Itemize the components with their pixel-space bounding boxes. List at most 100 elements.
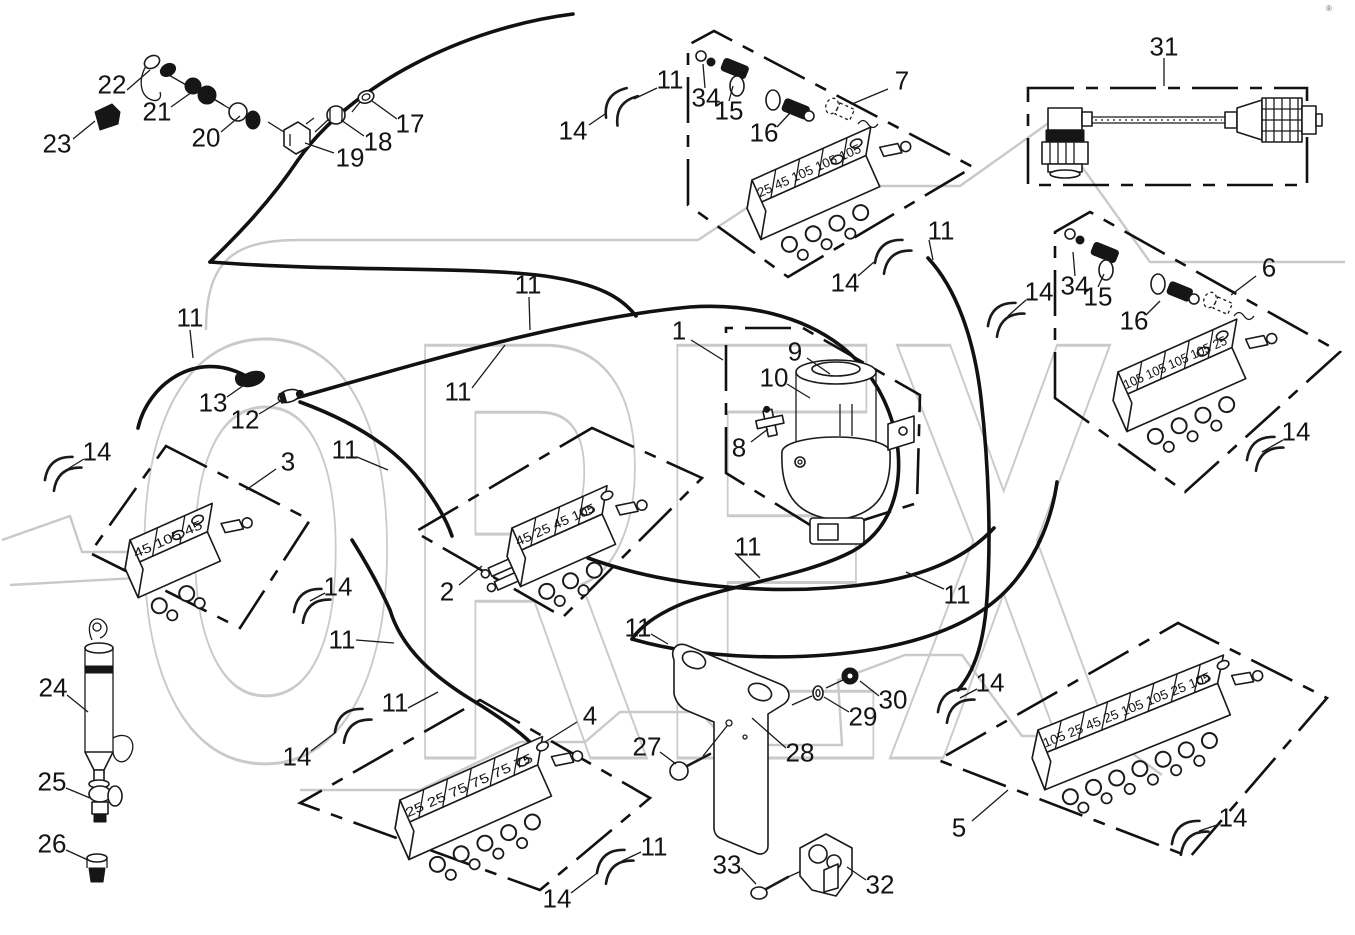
corner-mark: ®	[1326, 4, 1332, 13]
callout-15: 15	[1083, 281, 1113, 312]
callout-14: 14	[82, 436, 112, 467]
callout-11: 11	[943, 579, 971, 610]
valve-block-6: 105 105 105 105 25	[1112, 318, 1278, 453]
callout-14: 14	[558, 115, 588, 146]
clamp-22-part	[140, 54, 177, 102]
callout-14: 14	[1218, 802, 1248, 833]
callout-17: 17	[395, 108, 425, 139]
callout-20: 20	[191, 122, 221, 153]
callout-26: 26	[37, 828, 67, 859]
hose-fittings-13-12	[234, 370, 304, 404]
callout-34: 34	[1060, 270, 1090, 301]
callout-14: 14	[542, 883, 572, 914]
callout-22: 22	[97, 69, 127, 100]
callout-11: 11	[624, 612, 652, 643]
callout-32: 32	[865, 869, 895, 900]
region-block6	[1053, 210, 1343, 494]
elbow-19-part	[283, 117, 315, 155]
nut-30-part	[825, 667, 859, 689]
callout-14: 14	[282, 741, 312, 772]
clamp-block-32-part	[799, 833, 853, 897]
region-block2	[412, 426, 705, 619]
callout-1: 1	[671, 315, 687, 346]
fitting-21-part	[184, 77, 225, 106]
callout-14: 14	[830, 267, 860, 298]
hose-fitting12-drop	[298, 400, 454, 538]
callout-25: 25	[37, 766, 67, 797]
plug-23-part	[94, 103, 121, 131]
bolt-27-part	[669, 725, 728, 781]
hose-left-loop	[136, 364, 246, 430]
stud-outline	[824, 97, 856, 122]
grease-pump	[755, 359, 915, 545]
callout-14: 14	[1281, 416, 1311, 447]
callout-14: 14	[975, 667, 1005, 698]
callout-9: 9	[787, 336, 803, 367]
block6-fittings	[1064, 228, 1255, 321]
connector-20-part	[228, 102, 261, 130]
vent-fitting-8-part	[755, 405, 785, 438]
mounting-bracket-28	[671, 643, 790, 855]
callout-11: 11	[444, 376, 472, 407]
hose-left-run	[208, 260, 638, 318]
callout-11: 11	[328, 624, 356, 655]
cable-31-part	[1041, 97, 1323, 179]
oring-17-part	[357, 89, 375, 105]
block7-fittings	[695, 50, 879, 129]
callout-12: 12	[230, 404, 260, 435]
callout-4: 4	[582, 700, 598, 731]
callout-2: 2	[439, 576, 455, 607]
region-block4	[296, 698, 653, 892]
elbow-fitting-25	[88, 785, 123, 823]
hose-top-left-arc	[208, 12, 575, 264]
callout-11: 11	[927, 215, 955, 246]
callout-11: 11	[331, 434, 359, 465]
region-cable31	[1026, 86, 1309, 187]
callout-34: 34	[691, 82, 721, 113]
valve-block-2: 45 25 45 105	[480, 484, 648, 607]
callout-16: 16	[749, 117, 779, 148]
leader-lines	[65, 58, 1284, 894]
callout-7: 7	[894, 65, 910, 96]
callout-11: 11	[381, 687, 409, 718]
svg-text:OREX: OREX	[130, 216, 1122, 886]
fitting-chain	[94, 54, 375, 155]
callout-24: 24	[38, 672, 68, 703]
hose-network	[136, 12, 1059, 746]
callout-5: 5	[951, 812, 967, 843]
callout-19: 19	[335, 142, 365, 173]
callout-11: 11	[514, 269, 542, 300]
callout-27: 27	[632, 731, 662, 762]
fitting-18-part	[326, 105, 346, 125]
fitting-16-part	[765, 89, 781, 111]
callout-10: 10	[759, 362, 789, 393]
callout-18: 18	[363, 126, 393, 157]
callout-11: 11	[656, 64, 684, 95]
callout-11: 11	[640, 831, 668, 862]
callout-29: 29	[848, 701, 878, 732]
dashed-regions	[88, 29, 1343, 892]
grease-cartridge-24	[84, 618, 134, 789]
callout-14: 14	[323, 571, 353, 602]
hose-right-drop	[926, 256, 991, 692]
callout-30: 30	[878, 684, 908, 715]
valve-block-4: 25 25 75 75 75 75	[394, 735, 584, 881]
callout-21: 21	[142, 96, 172, 127]
callout-6: 6	[1261, 252, 1277, 283]
plug-34-part	[695, 50, 707, 62]
callout-23: 23	[42, 128, 72, 159]
hose-pump-arc	[586, 526, 996, 592]
plug-fitting-26	[86, 853, 108, 883]
hose-main-loop	[294, 304, 901, 641]
callout-28: 28	[785, 737, 815, 768]
washer-29-part	[791, 685, 824, 706]
callout-14: 14	[1024, 276, 1054, 307]
callout-11: 11	[176, 302, 204, 333]
fitting-15-part	[720, 57, 749, 79]
region-block3	[88, 444, 312, 630]
callout-15: 15	[714, 95, 744, 126]
callout-16: 16	[1119, 305, 1149, 336]
region-block7	[686, 29, 976, 279]
